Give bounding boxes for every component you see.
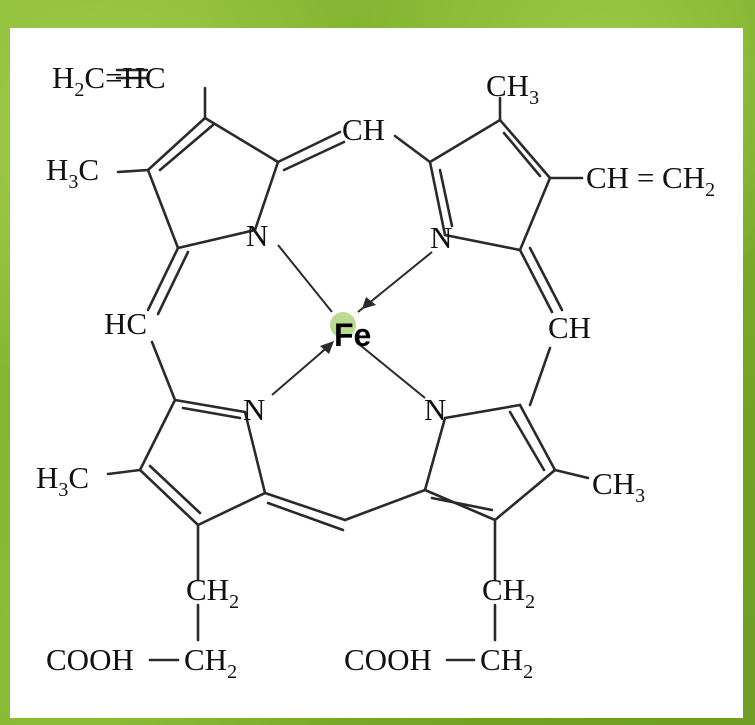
methyl-bottom-right-label: CH3 bbox=[592, 466, 645, 507]
carboxyl-right-label: COOH bbox=[344, 642, 432, 677]
methine-left-label: HC bbox=[104, 306, 147, 341]
bond-lines bbox=[106, 68, 590, 662]
methyl-bottom-left-label: H3C bbox=[36, 460, 89, 501]
diagram-panel bbox=[10, 28, 743, 718]
carboxyl-left-label: COOH bbox=[46, 642, 134, 677]
methine-right-label: CH bbox=[548, 310, 591, 345]
nitrogen-top-right: N bbox=[430, 220, 452, 255]
methylene-carboxyl-right-label: CH2 bbox=[480, 642, 533, 683]
methylene-right-label: CH2 bbox=[482, 572, 535, 613]
iron-atom-label: Fe bbox=[334, 317, 371, 353]
methine-top-label: CH bbox=[342, 112, 385, 147]
atom-labels: H2C=HC H3C CH CH3 CH = CH2 N N N N HC CH… bbox=[36, 60, 715, 683]
nitrogen-bottom-right: N bbox=[424, 392, 446, 427]
methylene-left-label: CH2 bbox=[186, 572, 239, 613]
methyl-top-left-label: H3C bbox=[46, 152, 99, 193]
fe-highlight bbox=[330, 312, 356, 338]
methyl-top-right-label: CH3 bbox=[486, 68, 539, 109]
vinyl-right-label: CH = CH2 bbox=[586, 160, 715, 201]
methylene-carboxyl-left-label: CH2 bbox=[184, 642, 237, 683]
nitrogen-bottom-left: N bbox=[243, 392, 265, 427]
nitrogen-top-left: N bbox=[246, 218, 268, 253]
vinyl-top-left-label: H2C=HC bbox=[52, 60, 166, 101]
coordination-bonds bbox=[271, 244, 433, 399]
